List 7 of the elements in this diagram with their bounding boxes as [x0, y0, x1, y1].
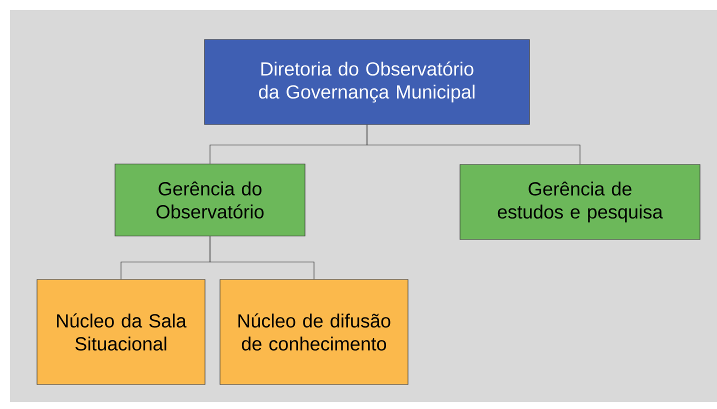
org-box: Diretoria do Observatório da Governança Municipal	[204, 39, 530, 125]
org-box: Gerência do Observatório	[114, 164, 306, 236]
connector-line	[210, 236, 314, 280]
org-box: Núcleo da Sala Situacional	[36, 279, 206, 385]
connector-line	[366, 124, 580, 164]
org-box: Núcleo de difusão de conhecimento	[220, 279, 408, 385]
org-box: Gerência de estudos e pesquisa	[460, 164, 700, 240]
